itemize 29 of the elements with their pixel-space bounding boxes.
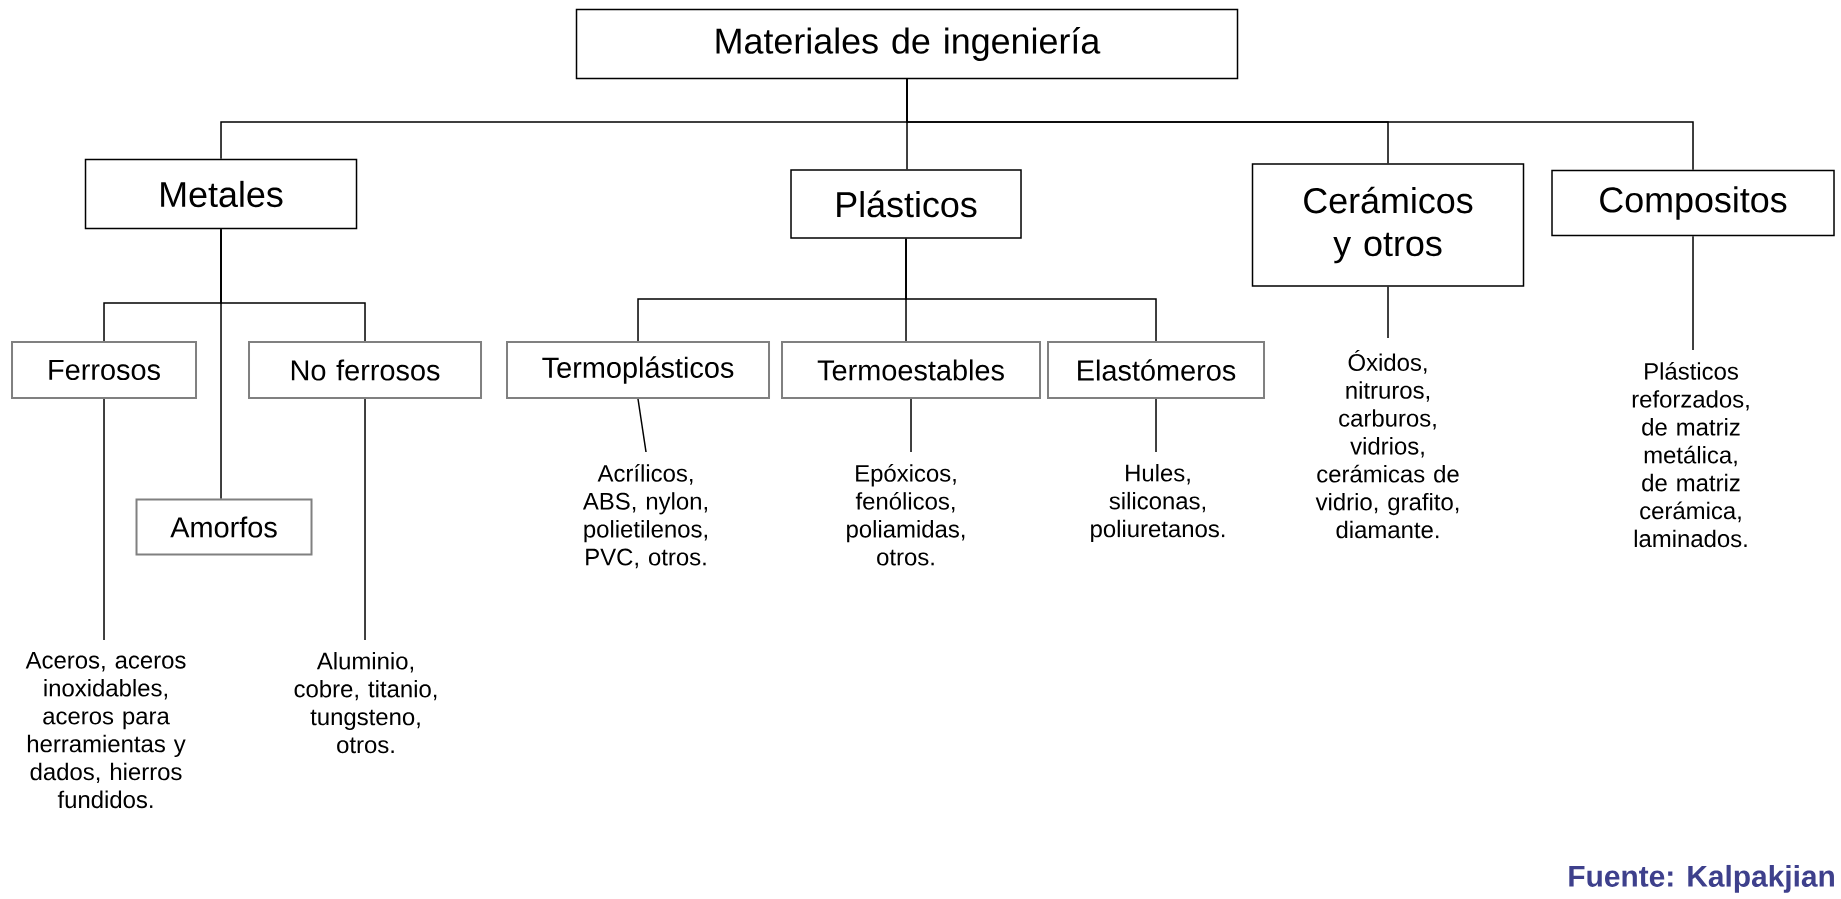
connector-line — [637, 398, 647, 453]
connector-line — [364, 398, 366, 641]
source-note: Fuente: Kalpakjian — [1569, 864, 1834, 893]
connector-line — [910, 398, 912, 453]
subcategory-box: Ferrosos — [11, 341, 197, 399]
connector-line — [1387, 286, 1389, 339]
category-box: Cerámicos y otros — [1251, 163, 1525, 287]
connector-line — [1155, 398, 1157, 453]
description-text: Óxidos, nitruros, carburos, vidrios, cerámicas de vidrio, grafito, diamante. — [1315, 350, 1459, 539]
category-box: Metales — [84, 158, 358, 230]
connector-line — [905, 238, 1157, 342]
subcategory-box: Amorfos — [135, 498, 313, 556]
description-text: Epóxicos, fenólicos, poliamidas, otros. — [847, 464, 965, 566]
category-box: Materiales de ingeniería — [575, 8, 1239, 80]
category-box: Plásticos — [790, 169, 1022, 239]
subcategory-box: Termoplásticos — [506, 341, 770, 399]
description-text: Hules, siliconas, poliuretanos. — [1091, 464, 1225, 543]
subcategory-box: No ferrosos — [248, 341, 482, 399]
description-text: Plásticos reforzados, de matriz metálica, de matriz cerámica, laminados. — [1632, 362, 1749, 548]
description-text: Acrílicos, ABS, nylon, polietilenos, PVC, otros. — [582, 464, 707, 569]
subcategory-box: Termoestables — [781, 341, 1041, 399]
subcategory-box: Elastómeros — [1047, 341, 1265, 399]
description-text: Aluminio, cobre, titanio, tungsteno, otros. — [294, 652, 437, 754]
connector-line — [1692, 235, 1694, 351]
connector-line — [220, 228, 366, 342]
connector-line — [103, 398, 105, 641]
description-text: Aceros, aceros inoxidables, aceros para herramientas y dados, hierros fundidos. — [25, 652, 186, 809]
category-box: Compositos — [1551, 169, 1835, 237]
connector-line — [906, 78, 1694, 171]
